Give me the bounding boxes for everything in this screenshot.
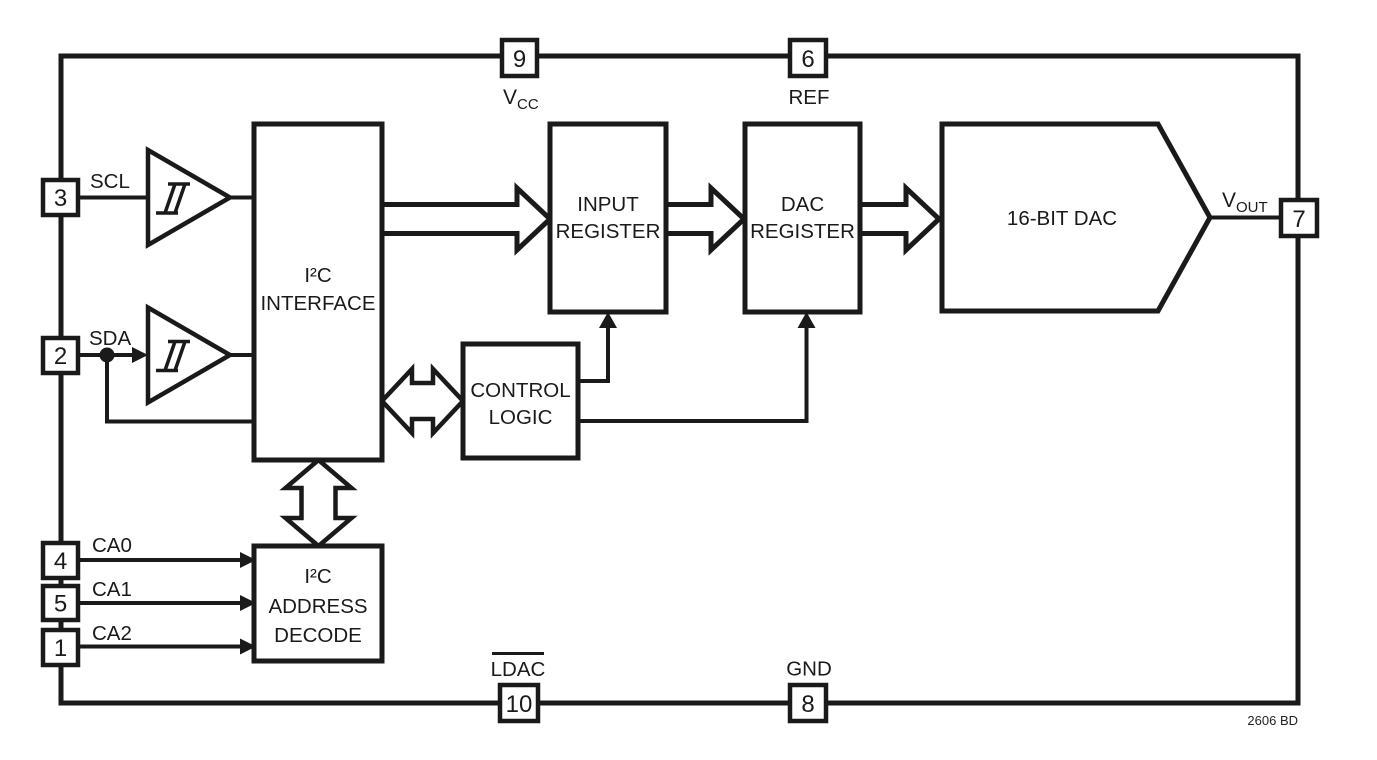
dac-register-to-dac-bus-arrow-icon xyxy=(860,182,943,256)
pin-3-signal-label: SCL xyxy=(90,170,130,193)
pin-1-box xyxy=(40,627,81,668)
pin-1-number: 1 xyxy=(54,635,67,662)
sda-hysteresis-icon xyxy=(156,339,190,373)
pin-7: 7 V OUT xyxy=(1222,189,1320,239)
pin-1-signal-label: CA2 xyxy=(92,622,132,645)
i2c-interface-box xyxy=(251,121,385,463)
pin-6-box xyxy=(787,37,829,79)
interface-to-input-register-bus-arrow-icon xyxy=(382,182,554,256)
pin-7-number: 7 xyxy=(1292,206,1305,233)
i2c-address-decode-label-line3: DECODE xyxy=(274,624,362,647)
pin-3-box xyxy=(40,177,81,218)
input-register-to-dac-register-bus-arrow-icon xyxy=(666,182,748,256)
control-logic-box xyxy=(460,341,581,461)
ca2-arrowhead-icon xyxy=(240,638,256,655)
i2c-address-decode-label-line1: I²C xyxy=(304,565,332,588)
pin-6-number: 6 xyxy=(801,46,814,73)
pin-4-signal-label: CA0 xyxy=(92,534,132,557)
sda-feedback-wire xyxy=(105,355,254,424)
pin-7-signal-label-sub: OUT xyxy=(1236,199,1268,216)
pin-9-number: 9 xyxy=(513,46,526,73)
control-to-input-arrowhead-icon xyxy=(599,312,617,328)
ca0-arrowhead-icon xyxy=(240,552,256,568)
pin-6-signal-label: REF xyxy=(789,86,830,109)
pin-5-number: 5 xyxy=(54,591,67,618)
pin-2-signal-label: SDA xyxy=(89,327,131,350)
interface-address-decode-double-arrow-icon xyxy=(279,457,358,549)
pin-8-signal-label: GND xyxy=(786,658,832,681)
pin-10-number: 10 xyxy=(506,691,533,718)
pin-5-signal-label: CA1 xyxy=(92,578,132,601)
figure-code-label: 2606 BD xyxy=(1247,713,1298,728)
control-to-input-register-wire xyxy=(578,326,610,383)
sda-arrowhead-icon xyxy=(132,347,148,363)
pin-5-box xyxy=(40,583,81,623)
control-logic-block: CONTROL LOGIC xyxy=(460,341,581,461)
dac-16bit-label: 16-BIT DAC xyxy=(1007,207,1117,230)
pin-8-box xyxy=(787,682,829,724)
pin-7-box xyxy=(1278,197,1320,239)
i2c-interface-block: I²C INTERFACE xyxy=(251,121,385,463)
pin-8: 8 GND xyxy=(786,658,832,724)
input-register-block: INPUT REGISTER xyxy=(547,121,669,315)
pin-10-box xyxy=(497,682,541,724)
pin-10-signal-label: LDAC xyxy=(491,658,546,681)
control-logic-label-line2: LOGIC xyxy=(489,406,553,429)
input-register-box xyxy=(547,121,669,315)
pin-4: 4 CA0 xyxy=(40,534,132,581)
pin-2-number: 2 xyxy=(54,343,67,370)
pin-9-box xyxy=(499,37,540,79)
control-to-dac-register-wire xyxy=(578,326,809,423)
sda-buffer-triangle-icon xyxy=(145,303,235,407)
pin-4-number: 4 xyxy=(54,548,67,575)
pin-3-number: 3 xyxy=(54,185,67,212)
dac-register-block: DAC REGISTER xyxy=(742,121,863,315)
bus-arrows xyxy=(279,182,943,549)
input-register-label-line2: REGISTER xyxy=(556,220,661,243)
pin-7-signal-label-base: V xyxy=(1222,189,1236,212)
pin-9: 9 V CC xyxy=(499,37,540,113)
pin-4-box xyxy=(40,540,81,581)
dac-register-label-line1: DAC xyxy=(781,193,824,216)
input-register-label-line1: INPUT xyxy=(577,193,639,216)
wires xyxy=(78,195,1281,655)
pin-8-number: 8 xyxy=(801,691,814,718)
pin-2: 2 SDA xyxy=(40,327,131,376)
dac-register-label-line2: REGISTER xyxy=(750,220,855,243)
control-logic-label-line1: CONTROL xyxy=(470,379,570,402)
control-to-dac-arrowhead-icon xyxy=(797,312,816,328)
dac-register-box xyxy=(742,121,863,315)
pin-5: 5 CA1 xyxy=(40,578,132,623)
sda-schmitt-buffer xyxy=(145,303,235,407)
chip-boundary xyxy=(58,53,1301,706)
i2c-interface-label-line1: I²C xyxy=(304,264,332,287)
dac-16bit-block: 16-BIT DAC xyxy=(939,121,1213,314)
scl-buffer-triangle-icon xyxy=(145,146,235,249)
pin-10: 10 LDAC xyxy=(491,652,546,724)
pin-3: 3 SCL xyxy=(40,170,130,218)
pin-1: 1 CA2 xyxy=(40,622,132,668)
scl-schmitt-buffer xyxy=(145,146,235,249)
i2c-address-decode-label-line2: ADDRESS xyxy=(268,595,367,618)
dac-16bit-shape xyxy=(939,121,1213,314)
ca1-arrowhead-icon xyxy=(240,595,256,611)
pin-6: 6 REF xyxy=(787,37,830,109)
interface-control-logic-double-arrow-icon xyxy=(378,363,467,439)
i2c-address-decode-box xyxy=(251,543,385,664)
pin-9-signal-label-sub: CC xyxy=(517,96,539,113)
sda-junction-dot xyxy=(99,347,115,363)
pin-9-signal-label-base: V xyxy=(503,86,517,109)
pin-2-box xyxy=(40,335,81,376)
i2c-interface-label-line2: INTERFACE xyxy=(260,292,375,315)
scl-hysteresis-icon xyxy=(156,182,190,215)
i2c-address-decode-block: I²C ADDRESS DECODE xyxy=(251,543,385,664)
